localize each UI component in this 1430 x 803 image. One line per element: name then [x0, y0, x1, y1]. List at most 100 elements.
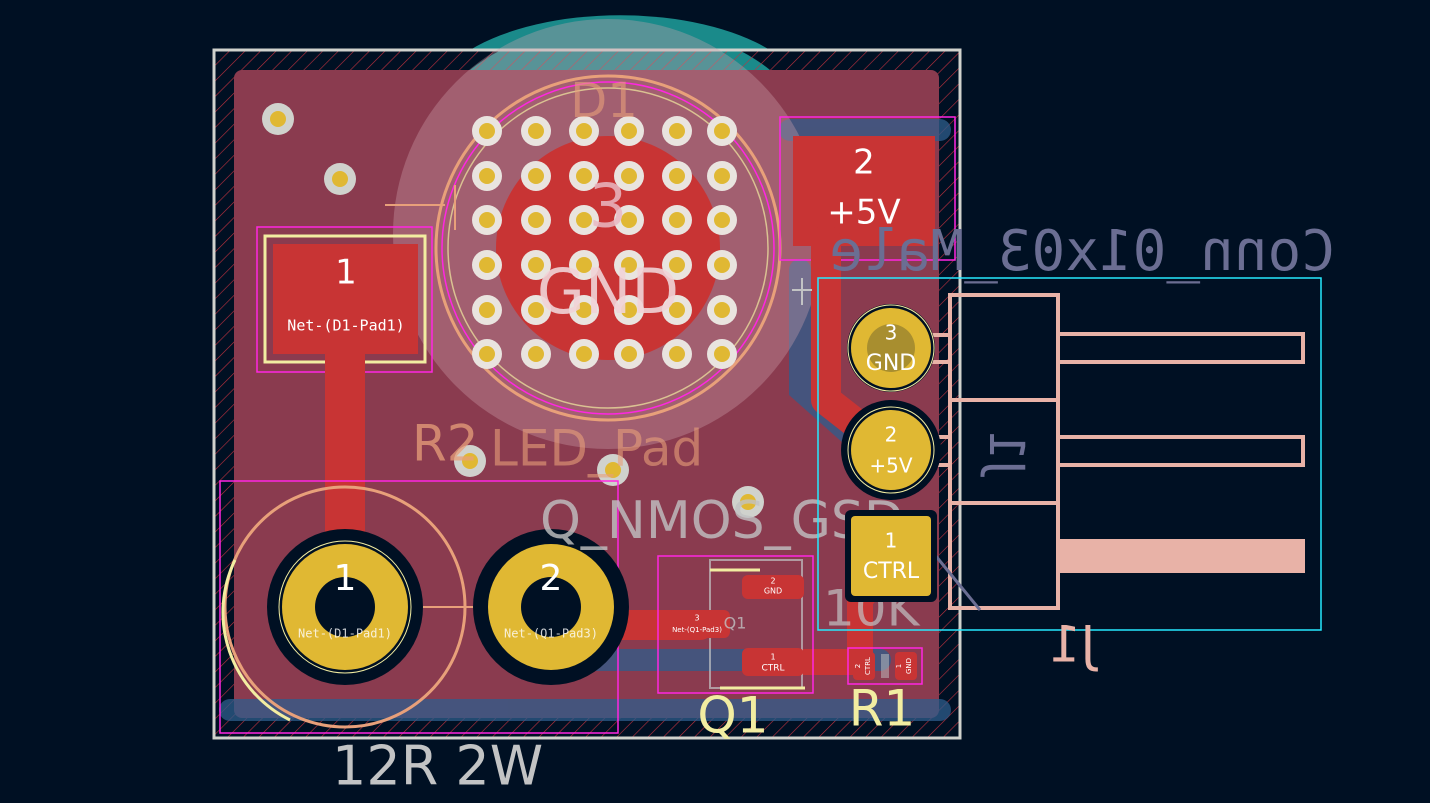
r1-pad1-number: 1	[895, 664, 903, 668]
thermal-via-drill	[669, 168, 685, 184]
q1-pad3-net: Net-(Q1-Pad3)	[672, 626, 722, 634]
thermal-via-drill	[528, 123, 544, 139]
q1-fab-reference: Q1	[724, 614, 747, 633]
thermal-via-drill	[576, 257, 592, 273]
r2-pad1-number: 1	[334, 558, 357, 599]
thermal-via-drill	[714, 168, 730, 184]
j1-pin-3[interactable]	[851, 308, 931, 388]
d1-anchor-mark	[385, 185, 456, 230]
thermal-via-drill	[714, 302, 730, 318]
d1-pad1-net: Net-(D1-Pad1)	[287, 317, 404, 335]
thermal-via-drill	[714, 123, 730, 139]
thermal-via-drill	[621, 302, 637, 318]
q1-pad-2[interactable]	[742, 575, 804, 599]
r2-pad2-number: 2	[540, 558, 563, 599]
j1-pin2-number: 2	[885, 423, 898, 447]
r2-pad-2-group[interactable]: 2 Net-(Q1-Pad3)	[473, 529, 629, 685]
j1-anchor-mark	[792, 278, 812, 305]
d1-thermal-vias	[472, 116, 737, 369]
r2-value: 12R 2W	[332, 735, 543, 798]
thermal-via-drill	[621, 346, 637, 362]
r1-pad1-net: GND	[905, 658, 913, 674]
d1-pad-2[interactable]	[793, 136, 935, 246]
d1-pad3-number: 3	[589, 172, 627, 242]
q1-pad1-net: CTRL	[761, 664, 784, 674]
thermal-via-drill	[576, 302, 592, 318]
thermal-via-drill	[714, 346, 730, 362]
d1-pad2-net: +5V	[827, 193, 900, 233]
r2-pad-1-group[interactable]: 1 Net-(D1-Pad1)	[267, 529, 423, 685]
thermal-via-drill	[669, 212, 685, 228]
d1-pad1-number: 1	[335, 253, 357, 293]
j1-pin-1[interactable]	[851, 516, 931, 596]
thermal-via-drill	[621, 212, 637, 228]
j1-reference: J1	[1049, 616, 1099, 674]
j1-pin3-number: 3	[885, 321, 898, 345]
j1-value-mirrored: Conn_01x03_Male	[829, 219, 1335, 284]
j1-pin-2[interactable]	[851, 410, 931, 490]
thermal-via-drill	[479, 123, 495, 139]
j1-pin-3-group[interactable]: 3 GND	[847, 304, 935, 392]
q1-value: Q_NMOS_GSD	[540, 491, 904, 551]
thermal-via-drill	[576, 346, 592, 362]
thermal-via-drill	[528, 346, 544, 362]
j1-pin2-net: +5V	[869, 454, 912, 478]
j1-fab-reference-mirrored: J1	[978, 430, 1034, 478]
thermal-via-drill	[669, 257, 685, 273]
thermal-via-drill	[479, 346, 495, 362]
thermal-via-drill	[714, 212, 730, 228]
thermal-via-drill	[528, 302, 544, 318]
j1-pin1-net: CTRL	[863, 559, 920, 584]
thermal-via-drill	[479, 302, 495, 318]
r1-reference: R1	[849, 680, 916, 738]
q1-reference: Q1	[697, 687, 768, 745]
j1-footprint[interactable]	[817, 277, 1322, 631]
r1-footprint[interactable]: 2 CTRL 1 GND	[847, 647, 923, 685]
r2-silk-arc	[221, 559, 291, 722]
thermal-via-drill	[669, 302, 685, 318]
q1-pad1-number: 1	[770, 653, 775, 662]
d1-pad2-number: 2	[853, 143, 875, 183]
d1-reference: D1	[570, 73, 638, 129]
thermal-via-drill	[479, 168, 495, 184]
thermal-via-drill	[576, 168, 592, 184]
r1-pad-1[interactable]	[895, 652, 917, 680]
r1-pad2-net: CTRL	[864, 657, 872, 675]
thermal-via-drill	[621, 168, 637, 184]
q1-pad3-number: 3	[694, 614, 699, 623]
r2-reference: R2	[412, 415, 479, 473]
q1-pad-3[interactable]	[668, 610, 730, 638]
thermal-via-drill	[528, 257, 544, 273]
j1-value: Conn_01x03_Male	[829, 219, 1335, 284]
r1-pad2-number: 2	[854, 664, 862, 668]
thermal-via-drill	[621, 257, 637, 273]
thermal-via-drill	[528, 212, 544, 228]
q1-footprint[interactable]: 2 GND 3 Net-(Q1-Pad3) 1 CTRL Q1	[657, 555, 814, 694]
thermal-via-drill	[576, 212, 592, 228]
j1-pin-1-group[interactable]: 1 CTRL	[845, 510, 937, 602]
q1-pad-1[interactable]	[742, 648, 804, 676]
q1-pad2-number: 2	[770, 577, 775, 586]
j1-pin-2-group[interactable]: 2 +5V	[841, 400, 941, 500]
stitching-vias	[262, 103, 764, 518]
r2-pad1-net: Net-(D1-Pad1)	[298, 627, 392, 641]
j1-fab-reference: J1	[978, 430, 1034, 478]
d1-pad3-net: GND	[537, 255, 679, 328]
thermal-via-drill	[669, 123, 685, 139]
q1-pad2-net: GND	[764, 587, 782, 596]
thermal-via-drill	[479, 257, 495, 273]
j1-pin3-net: GND	[866, 351, 916, 376]
thermal-via-drill	[714, 257, 730, 273]
thermal-via-drill	[576, 123, 592, 139]
thermal-via-drill	[669, 346, 685, 362]
r1-pad-2[interactable]	[853, 652, 875, 680]
thermal-via-drill	[621, 123, 637, 139]
d1-value: LED_Pad	[490, 420, 703, 478]
r2-pad2-net: Net-(Q1-Pad3)	[504, 627, 598, 641]
j1-pin1-number: 1	[885, 529, 898, 553]
j1-reference-mirrored: J1	[1049, 616, 1099, 674]
d1-pad-2-group[interactable]: 2 +5V	[779, 116, 956, 261]
thermal-via-drill	[528, 168, 544, 184]
thermal-via-drill	[479, 212, 495, 228]
